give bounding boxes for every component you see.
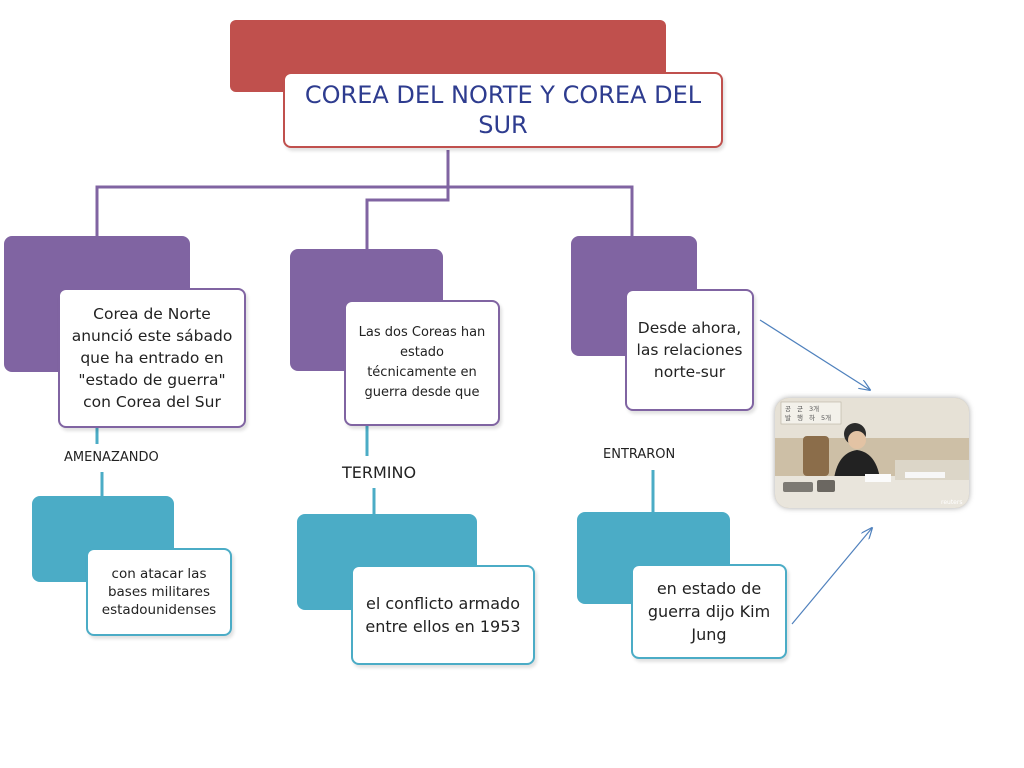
news-photo-illustration: 공 군 3개 발 행 하 5개 reuters <box>775 398 969 508</box>
branch-1-top-text: Corea de Norte anunció este sábado que h… <box>71 305 233 411</box>
branch-2-bottom-text: el conflicto armado entre ellos en 1953 <box>365 594 521 636</box>
arrow-to-photo-lower <box>791 528 872 625</box>
diagram-title: COREA DEL NORTE Y COREA DEL SUR <box>304 81 702 139</box>
branch-2-top-box: Las dos Coreas han estado técnicamente e… <box>344 300 500 426</box>
branch-2-bottom-box: el conflicto armado entre ellos en 1953 <box>351 565 535 665</box>
photo-watermark: reuters <box>941 499 962 506</box>
branch-1-link-label: AMENAZANDO <box>64 450 159 465</box>
board-char-1: 공 <box>785 405 791 413</box>
branch-1-bottom-box: con atacar las bases militares estadouni… <box>86 548 232 636</box>
news-photo: 공 군 3개 발 행 하 5개 reuters <box>775 398 969 508</box>
branch-2-link-label: TERMINO <box>342 463 417 482</box>
diagram-title-box: COREA DEL NORTE Y COREA DEL SUR <box>283 72 723 148</box>
branch-3-bottom-text: en estado de guerra dijo Kim Jung <box>647 579 771 644</box>
connector-title-to-middle <box>365 187 450 249</box>
branch-1-bottom-text: con atacar las bases militares estadouni… <box>101 566 217 618</box>
arrow-to-photo-upper <box>759 319 870 390</box>
connector-title-to-right <box>448 185 634 236</box>
branch-2-top-text: Las dos Coreas han estado técnicamente e… <box>358 325 486 400</box>
branch-1-top-box: Corea de Norte anunció este sábado que h… <box>58 288 246 428</box>
branch-3-link-label: ENTRARON <box>603 447 676 462</box>
branch-3-top-text: Desde ahora, las relaciones norte-sur <box>636 319 743 381</box>
board-char-2: 군 <box>797 405 803 413</box>
board-char-6: 하 <box>809 413 815 422</box>
connector-title-to-left <box>95 150 450 236</box>
board-char-7: 5개 <box>821 413 831 422</box>
board-char-4: 발 <box>785 413 791 422</box>
branch-3-top-box: Desde ahora, las relaciones norte-sur <box>625 289 754 411</box>
board-char-3: 3개 <box>809 404 819 413</box>
branch-3-bottom-box: en estado de guerra dijo Kim Jung <box>631 564 787 659</box>
board-char-5: 행 <box>797 413 803 422</box>
